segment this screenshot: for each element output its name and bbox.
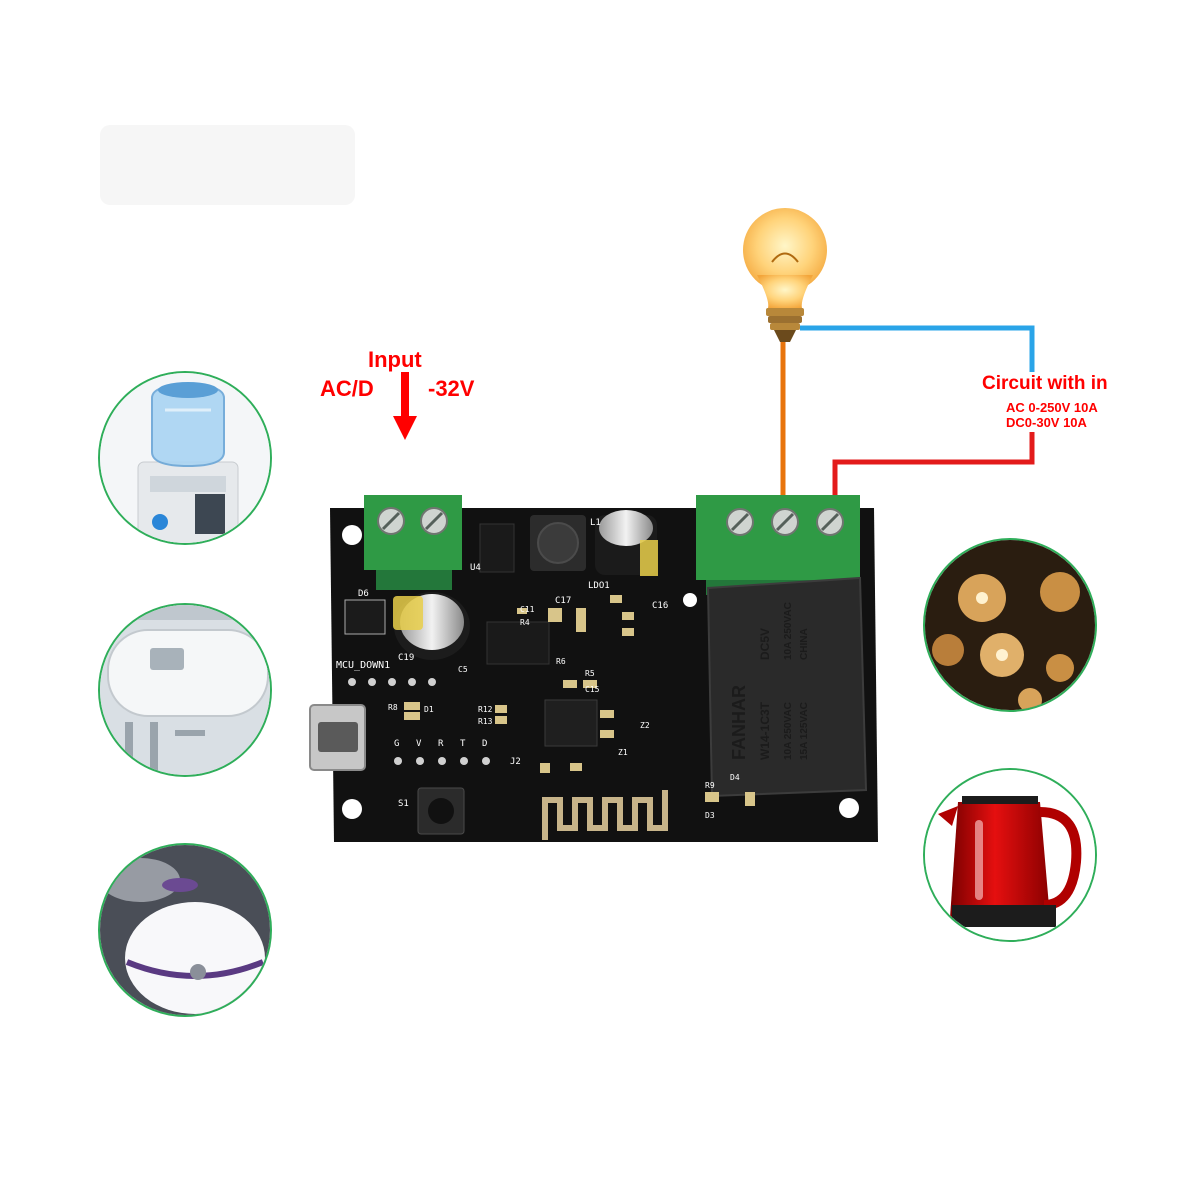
circuit-label-dc: DC0-30V 10A	[1006, 415, 1087, 430]
silk-u4: U4	[470, 563, 481, 573]
silk-pin-r: R	[438, 739, 444, 749]
pendant-lamps-icon	[923, 538, 1097, 712]
silk-c11: C11	[520, 605, 535, 614]
relay-board: FANHAR W14-1C3T 10A 250VAC 15A 125VAC DC…	[309, 495, 878, 842]
usb-port	[309, 704, 366, 771]
silk-pin-d: D	[482, 739, 487, 749]
silk-s1: S1	[398, 799, 409, 809]
silk-r9: R9	[705, 781, 715, 790]
silk-c19: C19	[398, 653, 414, 663]
capacitor-c19	[393, 592, 470, 660]
input-terminal-block	[364, 495, 462, 590]
silk-r6: R6	[556, 657, 566, 666]
light-bulb-icon	[743, 208, 827, 342]
silk-c16: C16	[652, 601, 668, 611]
silk-r8: R8	[388, 703, 398, 712]
silk-j2: J2	[510, 757, 521, 767]
silk-d1: D1	[424, 705, 434, 714]
silk-mcu-down: MCU_DOWN1	[336, 660, 390, 671]
silk-c15: C15	[585, 685, 600, 694]
input-arrow-icon	[393, 372, 417, 440]
red-wire	[832, 432, 1035, 500]
silk-pin-t: T	[460, 739, 466, 749]
silk-pin-g: G	[394, 739, 399, 749]
silk-d6: D6	[358, 589, 369, 599]
silk-c17: C17	[555, 596, 571, 606]
blue-wire	[800, 325, 1035, 372]
silk-z1: Z1	[618, 748, 628, 757]
silk-pin-labels: G V R T D	[394, 739, 487, 749]
silk-c5: C5	[458, 665, 468, 674]
humidifier-icon	[98, 843, 272, 1017]
mcu-chip	[544, 699, 598, 747]
relay-rating-1: 10A 250VAC	[783, 702, 794, 760]
mcu-header-holes	[348, 678, 436, 686]
relay-model: W14-1C3T	[758, 701, 772, 760]
silk-l1: L1	[590, 518, 601, 528]
silk-r13: R13	[478, 717, 493, 726]
input-label-voltage-left: AC/D	[320, 376, 374, 401]
background-smudge	[100, 125, 355, 205]
relay-origin: CHINA	[799, 628, 810, 660]
relay: FANHAR W14-1C3T 10A 250VAC 15A 125VAC DC…	[706, 576, 868, 798]
inductor-l1	[530, 515, 586, 571]
silk-d3: D3	[705, 811, 715, 820]
input-label-voltage-right: -32V	[428, 376, 475, 401]
silk-ldo1: LDO1	[588, 581, 610, 591]
j2-header-holes	[394, 757, 490, 765]
relay-rating-2: 15A 125VAC	[799, 702, 810, 760]
circuit-label-title: Circuit with in	[982, 373, 1108, 394]
silk-pin-v: V	[416, 739, 422, 749]
diode-d6	[344, 599, 386, 635]
silk-r12: R12	[478, 705, 493, 714]
silk-r4: R4	[520, 618, 530, 627]
smd-components	[404, 595, 755, 806]
relay-brand: FANHAR	[729, 685, 749, 760]
circuit-label-ac: AC 0-250V 10A	[1006, 400, 1098, 415]
capacitor-top	[595, 510, 658, 576]
relay-rating-3: 10A 250VAC	[783, 602, 794, 660]
silk-z2: Z2	[640, 721, 650, 730]
silk-d4: D4	[730, 773, 740, 782]
pcb-antenna	[542, 790, 668, 840]
water-heater-icon	[98, 603, 272, 777]
chip-u4	[479, 523, 515, 573]
electric-kettle-icon	[923, 768, 1097, 942]
silk-r5: R5	[585, 669, 595, 678]
water-dispenser-icon	[98, 371, 272, 545]
chip-main	[486, 621, 550, 665]
push-button-s1	[417, 787, 465, 835]
relay-coil: DC5V	[758, 628, 772, 660]
input-label-title: Input	[368, 347, 422, 372]
